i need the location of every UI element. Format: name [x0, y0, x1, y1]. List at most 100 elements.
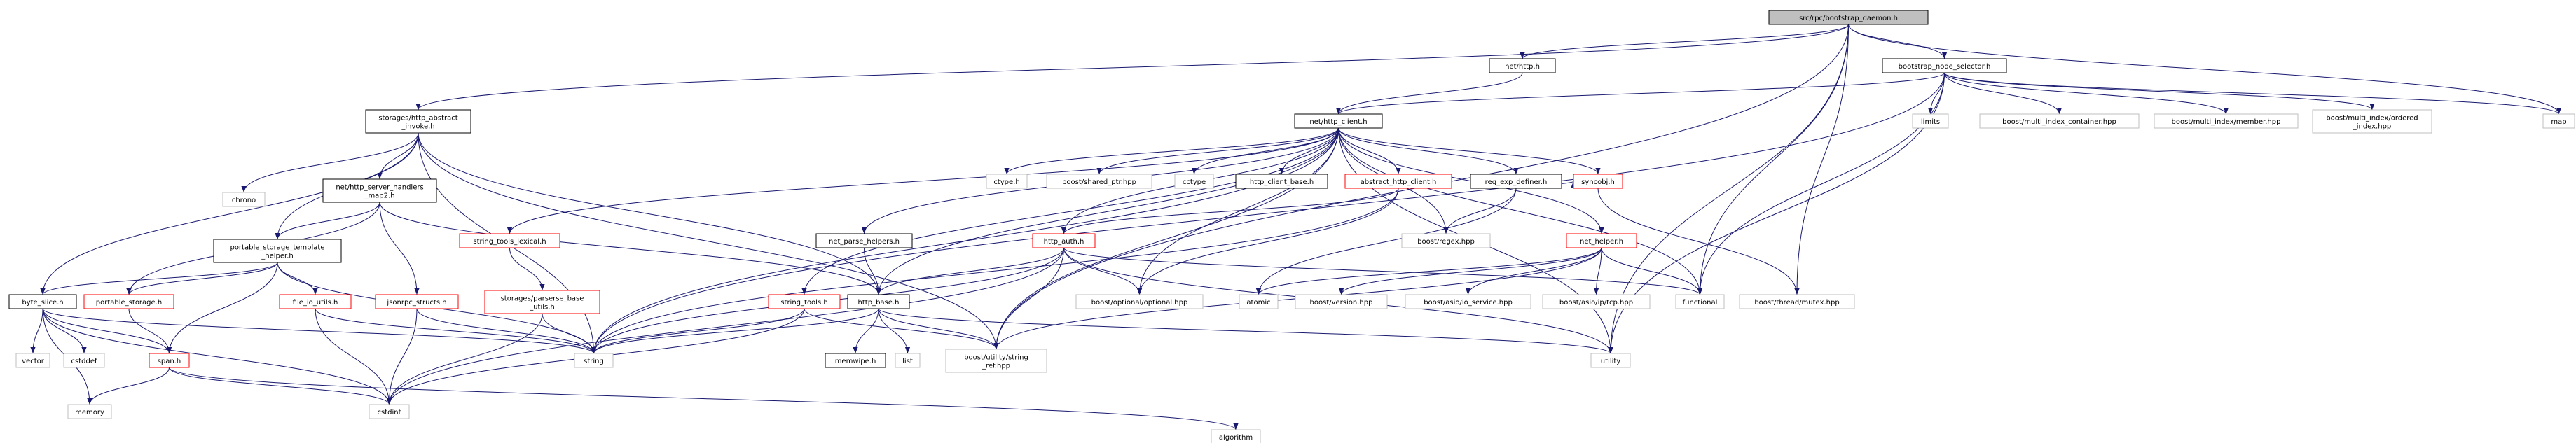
nodes: src/rpc/bootstrap_daemon.h net/http.h boot… [8, 10, 2575, 443]
edge-string_tools-to-boost_string_ref [804, 308, 999, 350]
edge-portable_storage_template_helper-to-span [166, 262, 278, 354]
node-syncobj[interactable]: syncobj.h [1573, 174, 1623, 189]
node-label: _index.hpp [2353, 123, 2392, 131]
node-boost-asio-ip-tcp: boost/asio/ip/tcp.hpp [1542, 294, 1651, 309]
edge-http_server_handlers_map2-to-http_base [379, 202, 881, 295]
node-limits: limits [1912, 113, 1949, 129]
node-label: functional [1683, 299, 1718, 307]
node-box [149, 353, 190, 368]
edge-http_abstract_invoke-to-http_server_handlers_map2 [377, 132, 419, 180]
node-list: list [895, 353, 921, 368]
node-boost-string-ref: boost/utility/string_ref.hpp [945, 349, 1047, 373]
node-box [2542, 113, 2575, 129]
node-box [1075, 294, 1204, 309]
node-http-client[interactable]: net/http_client.h [1294, 113, 1383, 129]
node-label: http_base.h [858, 299, 900, 307]
node-string-tools[interactable]: string_tools.h [768, 294, 841, 309]
node-box [1235, 174, 1328, 189]
node-net-parse-helpers[interactable]: net_parse_helpers.h [815, 233, 913, 248]
node-box [1174, 174, 1214, 189]
node-label: boost/multi_index/member.hpp [2172, 118, 2281, 126]
node-label: jsonrpc_structs.h [386, 299, 446, 307]
node-label: vector [22, 358, 45, 365]
edge-span-to-cstdint [169, 367, 392, 405]
node-label: net/http_client.h [1309, 118, 1367, 126]
node-label: _invoke.h [401, 123, 434, 131]
edge-byte_slice-to-cstdint [42, 308, 392, 405]
node-label: string_tools_lexical.h [473, 238, 546, 246]
node-label: string_tools.h [780, 299, 827, 307]
edge-http_client-to-boost_shared_ptr [1096, 127, 1339, 175]
edge-http_server_handlers_map2-to-jsonrpc_structs [379, 202, 420, 295]
node-byte-slice[interactable]: byte_slice.h [8, 294, 77, 309]
node-file-io-utils[interactable]: file_io_utils.h [279, 294, 352, 309]
node-box [459, 233, 560, 248]
edge-http_base-to-string [591, 308, 879, 354]
node-bootstrap-daemon[interactable]: src/rpc/bootstrap_daemon.h [1768, 10, 1929, 25]
node-box [945, 349, 1047, 373]
edge-jsonrpc_structs-to-string [416, 308, 597, 354]
edge-http_client-to-http_base [876, 127, 1339, 295]
node-reg-exp-definer[interactable]: reg_exp_definer.h [1470, 174, 1562, 189]
node-box [1912, 113, 1949, 129]
node-box [322, 178, 437, 203]
node-box [1046, 174, 1152, 189]
node-http-abstract-invoke[interactable]: storages/http_abstract_invoke.h [365, 109, 471, 134]
edges [30, 24, 2561, 430]
edge-syncobj-to-boost_thread_mutex [1597, 188, 1800, 295]
edge-bootstrap_node_selector-to-boost_multi_index_member [1944, 72, 2229, 115]
node-box [1566, 233, 1637, 248]
edge-http_auth-to-functional [1063, 247, 1702, 295]
node-box [986, 174, 1028, 189]
node-portable-storage[interactable]: portable_storage.h [83, 294, 174, 309]
node-span[interactable]: span.h [149, 353, 190, 368]
node-net-helper[interactable]: net_helper.h [1566, 233, 1637, 248]
edge-http_client-to-abstract_http_client [1338, 127, 1401, 175]
edge-http_client-to-string [591, 127, 1339, 354]
node-string: string [574, 353, 614, 368]
node-box [1675, 294, 1725, 309]
node-http-client-base[interactable]: http_client_base.h [1235, 174, 1328, 189]
node-label: boost/optional/optional.hpp [1091, 299, 1188, 307]
node-label: boost/regex.hpp [1417, 238, 1475, 246]
node-box [1294, 113, 1383, 129]
node-cctype: cctype [1174, 174, 1214, 189]
edge-http_abstract_invoke-to-boost_string_ref [418, 132, 999, 350]
edge-bootstrap_node_selector-to-boost_multi_index_ordered [1944, 72, 2375, 111]
node-label: boost/asio/ip/tcp.hpp [1559, 299, 1633, 307]
node-http-base[interactable]: http_base.h [847, 294, 910, 309]
node-jsonrpc-structs[interactable]: jsonrpc_structs.h [375, 294, 459, 309]
edge-http_server_handlers_map2-to-portable_storage_template_helper [275, 202, 380, 240]
node-box [1405, 294, 1531, 309]
edge-reg_exp_definer-to-atomic [1255, 188, 1517, 295]
node-memwipe[interactable]: memwipe.h [825, 353, 886, 368]
node-bootstrap-node-selector[interactable]: bootstrap_node_selector.h [1882, 58, 2007, 73]
edge-bootstrap_daemon-to-http_abstract_invoke [415, 24, 1849, 111]
node-net-http[interactable]: net/http.h [1489, 58, 1556, 73]
node-portable-storage-template-helper[interactable]: portable_storage_template_helper.h [213, 239, 342, 263]
node-label: bootstrap_node_selector.h [1899, 63, 1991, 71]
edge-http_client-to-string_tools [801, 127, 1339, 295]
edge-http_abstract_invoke-to-byte_slice [40, 132, 419, 295]
edge-http_client-to-http_client_base [1279, 127, 1339, 175]
node-label: portable_storage_template [230, 244, 324, 252]
node-box [1239, 294, 1279, 309]
node-cstddef: cstddef [63, 353, 105, 368]
edge-portable_storage_template_helper-to-portable_storage [126, 262, 278, 295]
node-string-tools-lexical[interactable]: string_tools_lexical.h [459, 233, 560, 248]
node-box [1344, 174, 1452, 189]
node-box [1739, 294, 1855, 309]
node-label: boost/multi_index/ordered [2326, 115, 2418, 122]
edge-span-to-memory [87, 367, 170, 405]
edge-portable_storage-to-span [128, 308, 172, 354]
node-abstract-http-client[interactable]: abstract_http_client.h [1344, 174, 1452, 189]
node-http-auth[interactable]: http_auth.h [1032, 233, 1096, 248]
node-box [825, 353, 886, 368]
node-label: cstdint [377, 409, 401, 416]
node-http-server-handlers-map2[interactable]: net/http_server_handlers_map2.h [322, 178, 437, 203]
edge-http_client-to-string_tools_lexical [507, 127, 1339, 234]
edge-byte_slice-to-span [42, 308, 172, 354]
node-parserse-base-utils[interactable]: storages/parserse_base_utils.h [484, 290, 600, 314]
edge-abstract_http_client-to-http_auth [1061, 188, 1399, 234]
